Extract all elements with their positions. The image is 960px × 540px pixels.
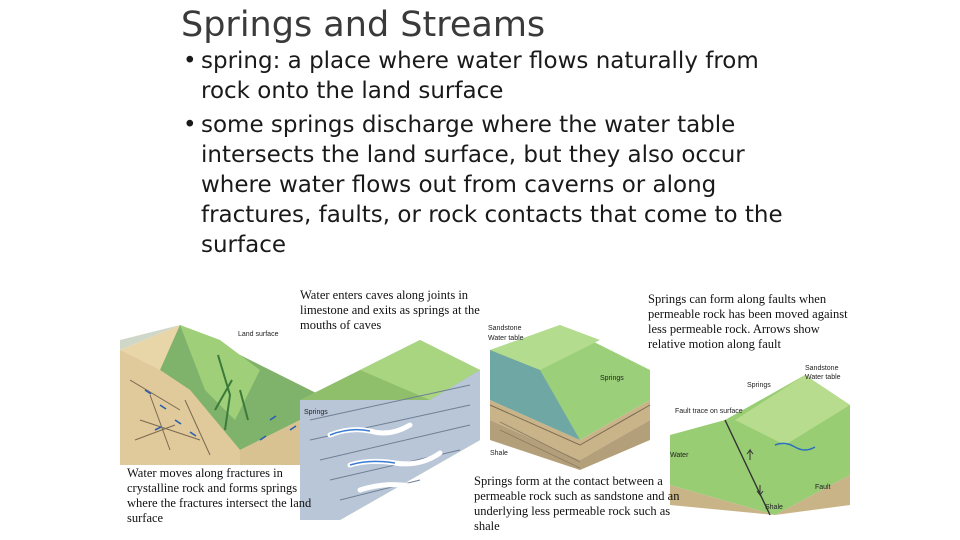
- bullet-marker: •: [183, 48, 197, 74]
- label-sandstone: Sandstone: [805, 365, 839, 372]
- caption-caves: Water enters caves along joints in limes…: [300, 288, 480, 332]
- label-shale: Shale: [765, 504, 783, 511]
- label-water: Water: [670, 452, 689, 459]
- label-water-table: Water table: [488, 335, 524, 342]
- bullet-list: • spring: a place where water flows natu…: [183, 46, 783, 264]
- label-springs: Springs: [600, 375, 624, 382]
- diagram-limestone-caves: Springs: [300, 340, 480, 520]
- caption-contact: Springs form at the contact between a pe…: [474, 474, 680, 533]
- caption-faults: Springs can form along faults when perme…: [648, 292, 848, 351]
- bullet-text: spring: a place where water flows natura…: [201, 48, 759, 104]
- caption-fractures: Water moves along fractures in crystalli…: [127, 466, 312, 525]
- diagram-fault-springs: Springs Sandstone Water table Fault trac…: [670, 365, 850, 516]
- label-fault: Fault: [815, 484, 831, 491]
- label-sandstone: Sandstone: [488, 325, 522, 332]
- label-water-table: Water table: [805, 374, 841, 381]
- bullet-item: • spring: a place where water flows natu…: [183, 46, 783, 106]
- label-land-surface: Land surface: [238, 331, 279, 338]
- slide-title: Springs and Streams: [181, 5, 546, 45]
- bullet-marker: •: [183, 112, 197, 138]
- bullet-item: • some springs discharge where the water…: [183, 110, 783, 260]
- label-shale: Shale: [490, 450, 508, 457]
- bullet-text: some springs discharge where the water t…: [201, 112, 783, 258]
- label-fault-trace: Fault trace on surface: [675, 408, 743, 415]
- diagram-sandstone-shale: Sandstone Water table Springs Shale: [488, 325, 651, 470]
- label-springs: Springs: [747, 382, 771, 389]
- diagram-fractures-crystalline: Land surface: [120, 325, 320, 465]
- label-springs: Springs: [304, 409, 328, 416]
